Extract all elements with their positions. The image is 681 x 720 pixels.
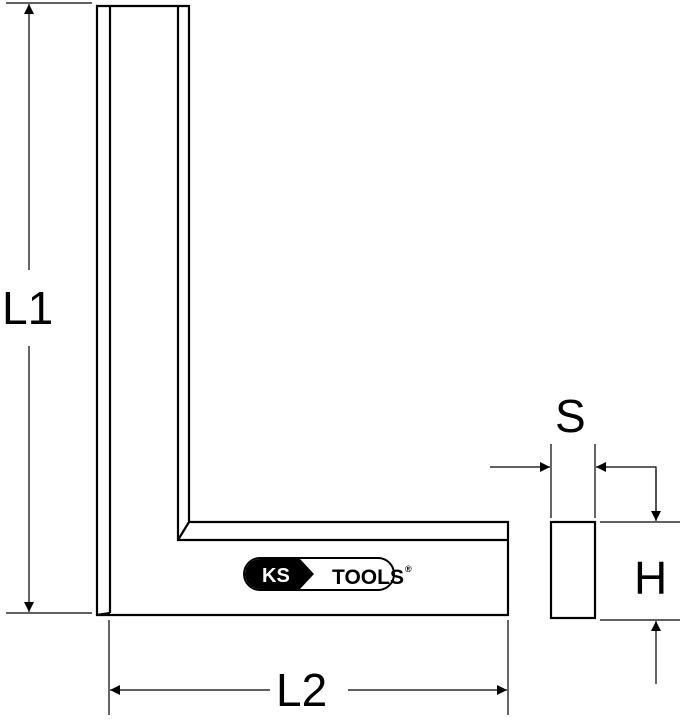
label-l1: L1 bbox=[2, 282, 53, 334]
s-arrow-right bbox=[596, 462, 657, 520]
label-s: S bbox=[555, 390, 586, 442]
logo-brand-text: KS bbox=[262, 565, 290, 587]
dimension-l2 bbox=[108, 620, 509, 715]
logo-ks-badge bbox=[245, 559, 314, 589]
square-outline bbox=[95, 4, 510, 617]
logo-word-text: TOOLS bbox=[332, 566, 404, 589]
dimension-h bbox=[600, 470, 680, 684]
label-h: H bbox=[634, 552, 667, 604]
ks-tools-logo: KS TOOLS ® bbox=[243, 557, 412, 591]
square-blade-right-bevel bbox=[177, 521, 190, 541]
square-outer-edge bbox=[95, 4, 510, 617]
dimension-l1 bbox=[6, 2, 92, 614]
cross-section bbox=[549, 520, 597, 620]
logo-registered-mark: ® bbox=[405, 564, 412, 574]
dimension-s bbox=[490, 444, 657, 520]
label-l2: L2 bbox=[276, 664, 327, 716]
square-bottom-edge-inner bbox=[96, 611, 111, 617]
